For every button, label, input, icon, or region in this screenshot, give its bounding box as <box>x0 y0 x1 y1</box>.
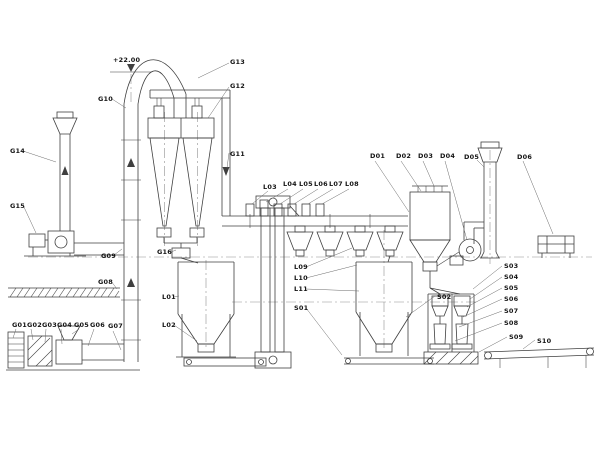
labels-layer: +22.00 G13 G12 G10 G14 G11 G15 G16 G09 G… <box>10 56 552 345</box>
label-g05: G05 <box>74 321 89 329</box>
label-l07: L07 <box>329 180 343 188</box>
label-g13: G13 <box>230 58 245 66</box>
label-s06: S06 <box>504 295 519 303</box>
silo-conveyor <box>344 357 434 365</box>
label-l03: L03 <box>263 183 277 191</box>
exhaust-stack <box>52 111 78 231</box>
label-s09: S09 <box>509 333 524 341</box>
label-l09: L09 <box>294 263 308 271</box>
cyclone-pair <box>147 105 215 264</box>
manifold-duct <box>222 199 408 228</box>
rotary-valve <box>171 247 191 259</box>
label-s02: S02 <box>437 293 451 301</box>
elevation-marker <box>110 64 152 73</box>
left-silo <box>176 261 236 358</box>
centerlines <box>28 74 592 350</box>
id-fan <box>436 221 484 267</box>
label-g07: G07 <box>108 322 123 330</box>
label-g12: G12 <box>230 82 245 90</box>
label-l04: L04 <box>283 180 297 188</box>
label-s01: S01 <box>294 304 309 312</box>
arc-duct <box>123 59 187 118</box>
label-g06: G06 <box>90 321 105 329</box>
label-g16: G16 <box>157 248 172 256</box>
label-s07: S07 <box>504 307 518 315</box>
label-l01: L01 <box>162 293 176 301</box>
label-l11: L11 <box>294 285 308 293</box>
flow-arrow-up-icon <box>61 166 69 175</box>
recirculation-duct <box>74 242 124 256</box>
label-l10: L10 <box>294 274 308 282</box>
label-g04: G04 <box>57 321 72 329</box>
label-g11: G11 <box>230 150 245 158</box>
label-l05: L05 <box>299 180 313 188</box>
label-l06: L06 <box>314 180 328 188</box>
label-d03: D03 <box>418 152 433 160</box>
flow-arrow-up-icon <box>127 278 135 287</box>
classifier-units <box>286 225 404 257</box>
label-s03: S03 <box>504 262 518 270</box>
label-g02: G02 <box>27 321 42 329</box>
label-g01: G01 <box>12 321 27 329</box>
label-g15: G15 <box>10 202 25 210</box>
leader-lines <box>12 62 554 356</box>
label-g14: G14 <box>10 147 25 155</box>
right-equipment-box <box>537 235 575 258</box>
hatched-duct <box>8 287 120 298</box>
label-s10: S10 <box>537 337 552 345</box>
blower-unit <box>24 230 86 257</box>
packing-machines <box>423 293 479 365</box>
label-g10: G10 <box>98 95 113 103</box>
gas-header-downcomer <box>149 89 231 216</box>
label-s08: S08 <box>504 319 519 327</box>
furnace-group <box>6 325 140 371</box>
label-l02: L02 <box>162 321 176 329</box>
riser-column <box>121 104 141 362</box>
flow-arrow-down-icon <box>222 167 230 176</box>
bag-filter <box>409 185 461 295</box>
label-g03: G03 <box>42 321 57 329</box>
packing-conveyor <box>483 347 595 368</box>
chimney <box>477 141 503 259</box>
label-g09: G09 <box>101 252 116 260</box>
label-d01: D01 <box>370 152 385 160</box>
label-d06: D06 <box>517 153 532 161</box>
label-elevation: +22.00 <box>113 56 140 64</box>
flow-arrow-up-icon <box>127 158 135 167</box>
bucket-elevator <box>254 195 300 369</box>
label-d02: D02 <box>396 152 411 160</box>
screw-conveyor <box>183 357 267 367</box>
label-g08: G08 <box>98 278 113 286</box>
label-s04: S04 <box>504 273 519 281</box>
label-d04: D04 <box>440 152 455 160</box>
label-l08: L08 <box>345 180 359 188</box>
right-silo <box>355 255 413 356</box>
label-d05: D05 <box>464 153 479 161</box>
label-s05: S05 <box>504 284 519 292</box>
